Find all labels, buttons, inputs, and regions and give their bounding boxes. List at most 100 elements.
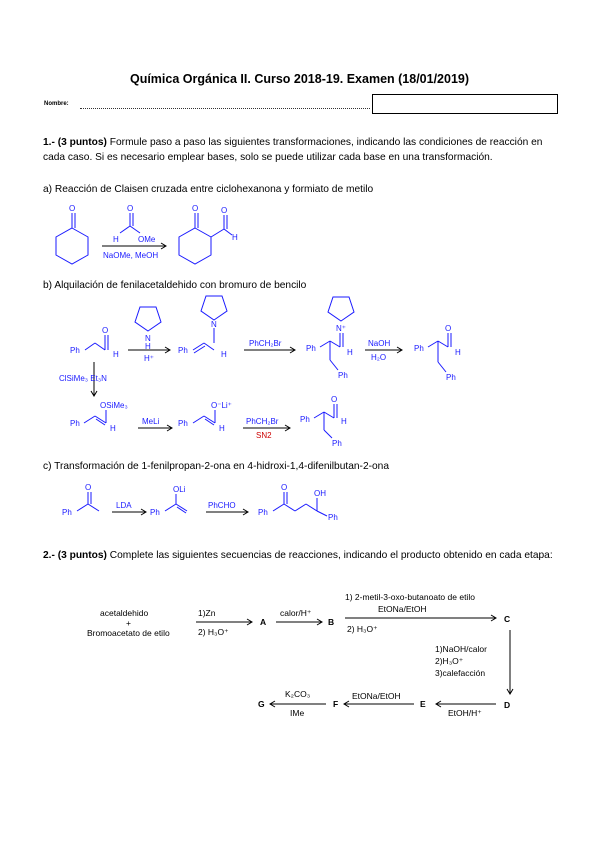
enolate-h: H <box>219 424 225 433</box>
ph-label-13: Ph <box>258 508 268 517</box>
silyl-h: H <box>110 424 116 433</box>
ph-label-2: Ph <box>178 346 188 355</box>
iminium-structure: Ph N⁺ H Ph <box>306 296 355 380</box>
product-a-h: H <box>232 233 238 242</box>
phenylacetaldehyde-structure: Ph O H <box>70 326 119 359</box>
ph-label-9: Ph <box>300 415 310 424</box>
ph-label-10: Ph <box>332 439 342 448</box>
product-b2-o: O <box>331 395 337 404</box>
step1-top: 1)Zn <box>198 608 216 618</box>
question-1-points: 1.- (3 puntos) <box>43 137 107 148</box>
condition-b1: H⁺ <box>144 354 154 363</box>
aldehyde-o-1: O <box>102 326 108 335</box>
step4-line1: 1)NaOH/calor <box>435 644 487 654</box>
ph-label-7: Ph <box>70 419 80 428</box>
product-c-oh: OH <box>314 489 326 498</box>
condition-c2: PhCHO <box>208 501 236 510</box>
compound-C: C <box>504 614 510 624</box>
start-material-2: Bromoacetato de etilo <box>87 628 170 638</box>
silyl-group: OSiMe₃ <box>100 401 128 410</box>
aldehyde-h-1: H <box>113 350 119 359</box>
section-c-title: c) Transformación de 1-fenilpropan-2-ona… <box>43 461 390 472</box>
step1-bottom: 2) H₃O⁺ <box>198 627 229 637</box>
condition-b3-bottom: H₂O <box>371 353 386 362</box>
enolate-c-oli: OLi <box>173 485 186 494</box>
question-1: 1.- (3 puntos) Formule paso a paso las s… <box>43 136 559 165</box>
step2: calor/H⁺ <box>280 608 312 618</box>
formate-ome-label: OMe <box>138 235 156 244</box>
compound-B: B <box>328 617 334 627</box>
ph-label-3: Ph <box>306 344 316 353</box>
section-b-title: b) Alquilación de fenilacetaldehido con … <box>43 280 307 291</box>
name-label: Nombre: <box>44 101 69 107</box>
compound-G: G <box>258 699 265 709</box>
enamine-n: N <box>211 320 217 329</box>
step7-top: K₂CO₃ <box>285 689 310 699</box>
start-material-1: acetaldehido <box>100 608 148 618</box>
ph-label-8: Ph <box>178 419 188 428</box>
product-b2-h: H <box>341 417 347 426</box>
silyl-enol-ether-structure: Ph OSiMe₃ H <box>70 401 128 433</box>
pyrrolidine-structure: N H <box>134 306 162 351</box>
product-c-structure: Ph O OH Ph <box>258 483 338 522</box>
question-2-points: 2.- (3 puntos) <box>43 550 107 561</box>
question-1-text: Formule paso a paso las siguientes trans… <box>43 137 543 163</box>
name-line <box>80 108 370 109</box>
condition-b3-top: NaOH <box>368 339 390 348</box>
formate-o-label: O <box>127 204 133 213</box>
step4-line2: 2)H₃O⁺ <box>435 656 464 666</box>
page-title: Química Orgánica II. Curso 2018-19. Exam… <box>129 72 470 86</box>
product-b-structure: Ph O H Ph <box>414 324 461 382</box>
ph-label-12: Ph <box>150 508 160 517</box>
start-plus: + <box>126 618 131 628</box>
product-a-structure: O O H <box>178 204 238 265</box>
condition-a: NaOMe, MeOH <box>103 251 158 260</box>
product-b-h: H <box>455 348 461 357</box>
ph-label-5: Ph <box>414 344 424 353</box>
enamine-h: H <box>221 350 227 359</box>
compound-A: A <box>260 617 266 627</box>
product-b2-structure: Ph O H Ph <box>300 395 347 448</box>
compound-D: D <box>504 700 510 710</box>
step5: EtOH/H⁺ <box>448 708 482 718</box>
ph-label-6: Ph <box>446 373 456 382</box>
step3-bottom: 2) H₃O⁺ <box>347 624 378 634</box>
ph-label-4: Ph <box>338 371 348 380</box>
enolate-oli: O⁻Li⁺ <box>211 401 232 410</box>
condition-b4: ClSiMe₃ Et₃N <box>59 374 107 383</box>
condition-b6: PhCH₂Br <box>246 417 279 426</box>
condition-c1: LDA <box>116 501 132 510</box>
ph-label-1: Ph <box>70 346 80 355</box>
question-2-text: Complete las siguientes secuencias de re… <box>106 550 553 561</box>
condition-b5: MeLi <box>142 417 160 426</box>
condition-b6-mechanism: SN2 <box>256 431 272 440</box>
question-2: 2.- (3 puntos) Complete las siguientes s… <box>43 549 559 564</box>
iminium-n: N⁺ <box>336 324 346 333</box>
step6: EtONa/EtOH <box>352 691 401 701</box>
step3-top2: EtONa/EtOH <box>378 604 427 614</box>
methyl-formate-structure: O H OMe <box>113 204 156 244</box>
formate-h-label: H <box>113 235 119 244</box>
ketone-o-1: O <box>85 483 91 492</box>
iminium-h: H <box>347 348 353 357</box>
compound-E: E <box>420 699 426 709</box>
name-box[interactable] <box>372 94 558 114</box>
product-a-ketone-o: O <box>192 204 198 213</box>
cyclohexanone-structure: O <box>55 204 89 265</box>
product-b-o: O <box>445 324 451 333</box>
phenylpropanone-structure: Ph O <box>62 483 100 517</box>
step3-top1: 1) 2-metil-3-oxo-butanoato de etilo <box>345 592 475 602</box>
enamine-structure: Ph N H <box>178 295 228 359</box>
pyrrolidine-h: H <box>145 342 151 351</box>
section-a-title: a) Reacción de Claisen cruzada entre cic… <box>43 184 374 195</box>
lithium-enolate-c-structure: Ph OLi <box>150 485 188 517</box>
product-c-o: O <box>281 483 287 492</box>
ph-label-14: Ph <box>328 513 338 522</box>
lithium-enolate-structure: Ph O⁻Li⁺ H <box>178 401 232 433</box>
product-a-aldehyde-o: O <box>221 206 227 215</box>
pyrrolidine-n: N <box>145 334 151 343</box>
ph-label-11: Ph <box>62 508 72 517</box>
condition-b2: PhCH₂Br <box>249 339 282 348</box>
step4-line3: 3)calefacción <box>435 668 485 678</box>
